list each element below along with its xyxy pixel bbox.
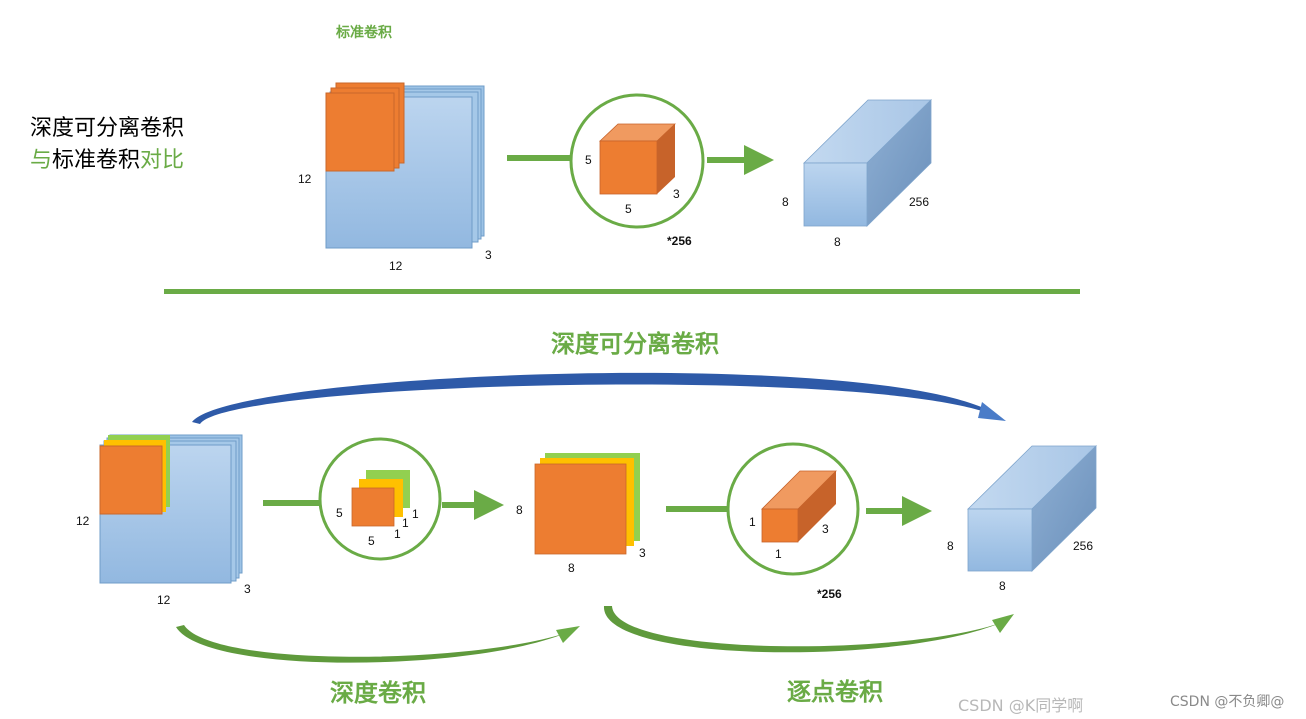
depthwise-output-volume xyxy=(534,453,640,555)
separable-overall-arc xyxy=(192,372,1004,424)
depthwise-input-side-label: 12 xyxy=(76,514,90,528)
depthwise-kernel-d1-label: 1 xyxy=(394,527,401,541)
standard-input-depth-label: 3 xyxy=(485,248,492,262)
comparison-title-line1: 深度可分离卷积 xyxy=(30,116,184,141)
standard-kernel-depth-label: 3 xyxy=(673,187,680,201)
pointwise-kernel-side-label: 1 xyxy=(749,515,756,529)
pointwise-step-title: 逐点卷积 xyxy=(787,678,883,706)
depthwise-output-bottom-label: 8 xyxy=(568,561,575,575)
pointwise-kernel-bottom-label: 1 xyxy=(775,547,782,561)
comparison-title-and: 与 xyxy=(30,148,52,173)
depthwise-input-depth-label: 3 xyxy=(244,582,251,596)
depthwise-kernel-bottom-label: 5 xyxy=(368,534,375,548)
pointwise-output-side-label: 8 xyxy=(947,539,954,553)
comparison-title-standard: 标准卷积 xyxy=(52,148,140,173)
standard-output-depth-label: 256 xyxy=(909,195,929,209)
standard-input-bottom-label: 12 xyxy=(389,259,403,273)
standard-output-bottom-label: 8 xyxy=(834,235,841,249)
pointwise-kernel-depth-label: 3 xyxy=(822,522,829,536)
pointwise-step-arc xyxy=(603,606,1000,653)
depthwise-output-side-label: 8 xyxy=(516,503,523,517)
standard-input-side-label: 12 xyxy=(298,172,312,186)
standard-kernel-bottom-label: 5 xyxy=(625,202,632,216)
depthwise-output-depth-label: 3 xyxy=(639,546,646,560)
pointwise-kernel-count-label: *256 xyxy=(817,587,842,601)
depthwise-input-bottom-label: 12 xyxy=(157,593,171,607)
standard-kernel-side-label: 5 xyxy=(585,153,592,167)
standard-output-side-label: 8 xyxy=(782,195,789,209)
depthwise-input-volume xyxy=(99,434,243,584)
depthwise-kernel-d2-label: 1 xyxy=(402,516,409,530)
pointwise-output-bottom-label: 8 xyxy=(999,579,1006,593)
watermark-primary: CSDN @K同学啊 xyxy=(958,696,1083,715)
separable-overall-arc-head xyxy=(978,402,1006,421)
standard-conv-title: 标准卷积 xyxy=(335,24,392,41)
comparison-title-line2: 与标准卷积对比 xyxy=(30,148,184,173)
depthwise-step-arc xyxy=(176,625,566,663)
section-divider xyxy=(164,289,1080,294)
standard-output-volume xyxy=(803,99,932,227)
standard-input-volume xyxy=(325,82,485,249)
depthwise-step-arc-head xyxy=(556,626,580,643)
depthwise-kernel-d3-label: 1 xyxy=(412,507,419,521)
watermark-secondary: CSDN @不负卿@ xyxy=(1170,694,1284,710)
pointwise-kernel-circle xyxy=(726,442,860,576)
pointwise-output-depth-label: 256 xyxy=(1073,539,1093,553)
depthwise-step-title: 深度卷积 xyxy=(330,679,426,707)
pointwise-step-arc-head xyxy=(992,614,1014,633)
depthwise-kernel-side-label: 5 xyxy=(336,506,343,520)
standard-kernel-count-label: *256 xyxy=(667,234,692,248)
pointwise-output-volume xyxy=(967,445,1097,572)
comparison-title-contrast: 对比 xyxy=(140,148,184,173)
depthwise-kernel-circle xyxy=(318,437,442,561)
standard-kernel-circle xyxy=(569,93,705,229)
separable-conv-title: 深度可分离卷积 xyxy=(551,330,719,358)
